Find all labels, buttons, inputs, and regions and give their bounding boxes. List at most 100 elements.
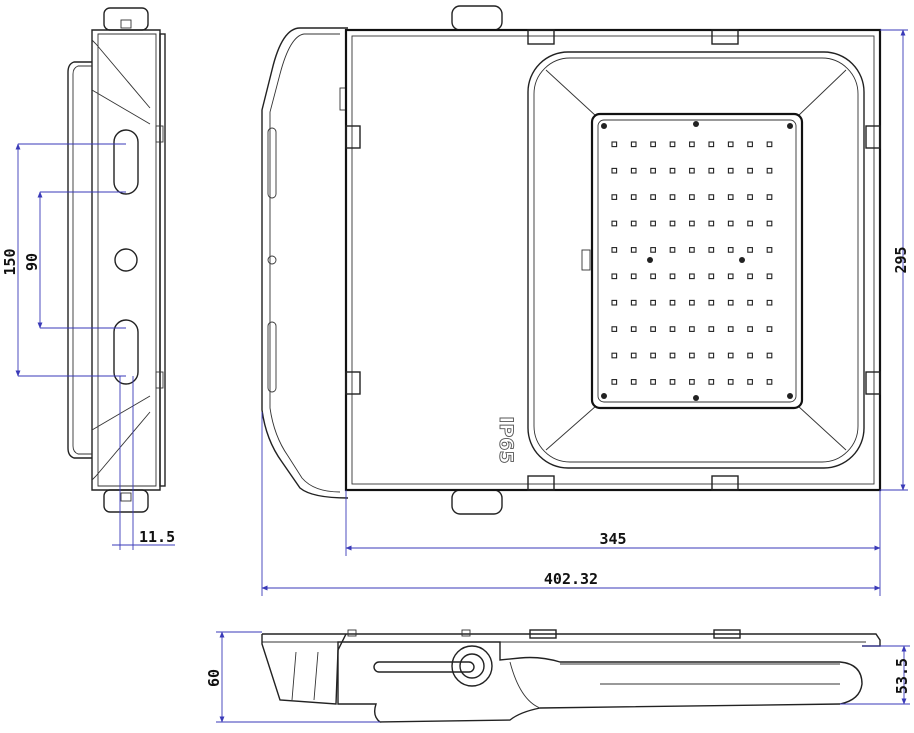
led-chip (708, 194, 715, 200)
led-chip (708, 299, 715, 306)
led-chip (747, 352, 753, 359)
led-chip (766, 141, 773, 148)
dim-11-5-label: 11.5 (139, 528, 175, 546)
led-chip (611, 247, 618, 253)
led-chip (766, 273, 773, 280)
led-chip (669, 379, 676, 385)
front-housing (344, 28, 882, 492)
led-chip (689, 299, 695, 306)
led-chip (689, 326, 695, 332)
front-bracket (261, 27, 349, 499)
led-chip (747, 194, 753, 200)
led-chip (650, 352, 656, 359)
led-chip (727, 352, 734, 359)
side-center-hole (114, 248, 138, 272)
board-screw (693, 395, 699, 401)
led-chip (611, 167, 618, 174)
led-chip (650, 247, 656, 253)
front-clips (345, 29, 881, 491)
dim-53-5-label: 53.5 (893, 658, 911, 694)
led-chip (689, 167, 695, 174)
led-chip (650, 167, 656, 174)
led-chip (708, 326, 715, 332)
led-chip (611, 194, 618, 200)
led-chip (650, 273, 656, 280)
led-chip (689, 141, 695, 148)
bottom-view: 60 53.5 (205, 629, 911, 723)
led-chip (727, 379, 734, 385)
led-chip (669, 247, 676, 253)
led-chip (650, 220, 656, 227)
led-chip (669, 273, 676, 280)
led-chip (766, 299, 773, 306)
led-chip (747, 273, 753, 280)
led-chip (630, 167, 637, 174)
led-chip (747, 299, 753, 306)
led-chip (747, 247, 753, 253)
led-chip (727, 299, 734, 306)
led-grid (611, 141, 773, 385)
dim-345-label: 345 (599, 530, 626, 548)
led-chip (611, 326, 618, 332)
led-chip (689, 194, 695, 200)
led-chip (650, 379, 656, 385)
side-view: 150 90 11.5 (1, 7, 175, 550)
board-screw (693, 121, 699, 127)
led-chip (689, 247, 695, 253)
bottom-bracket (261, 633, 347, 705)
led-chip (689, 273, 695, 280)
side-body-outline (91, 29, 161, 491)
led-chip (630, 326, 637, 332)
led-chip (727, 194, 734, 200)
led-chip (689, 379, 695, 385)
led-board (590, 112, 804, 410)
led-chip (766, 247, 773, 253)
led-chip (708, 220, 715, 227)
led-chip (650, 194, 656, 200)
led-chip (727, 220, 734, 227)
led-chip (630, 352, 637, 359)
led-chip (727, 141, 734, 148)
led-chip (727, 167, 734, 174)
ip-rating-label: IP65 (495, 416, 517, 463)
led-chip (669, 194, 676, 200)
side-slot-lower (113, 319, 139, 385)
dim-295-label: 295 (892, 246, 910, 273)
led-chip (669, 299, 676, 306)
led-chip (650, 141, 656, 148)
led-chip (708, 273, 715, 280)
led-chip (611, 220, 618, 227)
led-chip (650, 326, 656, 332)
led-chip (630, 299, 637, 306)
bottom-housing-profile (337, 641, 863, 723)
board-screw (601, 393, 607, 399)
dim-150-label: 150 (1, 248, 19, 275)
led-chip (708, 167, 715, 174)
led-chip (708, 379, 715, 385)
led-chip (611, 273, 618, 280)
front-reflector-outer (527, 51, 865, 469)
led-chip (747, 379, 753, 385)
led-chip (611, 141, 618, 148)
led-chip (766, 326, 773, 332)
front-view: IP65 295 345 402.32 (261, 5, 910, 596)
led-chip (747, 141, 753, 148)
dim-402-label: 402.32 (544, 570, 598, 588)
led-chip (630, 220, 637, 227)
led-chip (669, 141, 676, 148)
led-chip (727, 326, 734, 332)
led-chip (669, 352, 676, 359)
board-screw (787, 393, 793, 399)
led-chip (689, 352, 695, 359)
led-chip (611, 352, 618, 359)
led-chip (727, 273, 734, 280)
led-chip (766, 379, 773, 385)
dim-90-label: 90 (23, 253, 41, 271)
led-chip (630, 247, 637, 253)
led-chip (708, 352, 715, 359)
side-top-nut (103, 7, 149, 31)
led-chip (727, 247, 734, 253)
front-top-nut (451, 5, 503, 31)
side-slot-upper (113, 129, 139, 195)
